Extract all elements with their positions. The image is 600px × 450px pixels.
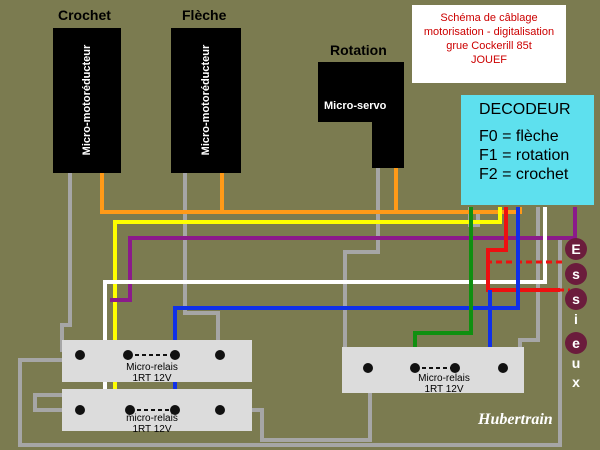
title-line-4: JOUEF: [470, 54, 508, 66]
essieux-letter: i: [574, 311, 578, 327]
terminal: [75, 350, 85, 360]
relay-1-label: Micro-relais 1RT 12V: [112, 362, 192, 384]
title-line-3: grue Cockerill 85t: [446, 40, 532, 52]
essieux-letter: u: [571, 355, 581, 371]
motor-crochet: Micro-motoréducteur: [53, 28, 121, 173]
relay-3-line-2: 1RT 12V: [424, 384, 464, 395]
essieux-letter: x: [572, 374, 580, 390]
relay-2-label: micro-relais 1RT 12V: [112, 413, 192, 435]
relay-2-line-2: 1RT 12V: [132, 424, 172, 435]
wire-grey-relay2-left: [33, 393, 80, 412]
relay-1-line-2: 1RT 12V: [132, 373, 172, 384]
terminal: [75, 405, 85, 415]
relay-board-1: [62, 340, 252, 382]
terminal: [215, 350, 225, 360]
decoder-box: DECODEUR F0 = flèche F1 = rotation F2 = …: [461, 95, 594, 205]
servo-body: Micro-servo: [318, 62, 404, 122]
brand-signature: Hubertrain: [478, 411, 553, 428]
decoder-f1: F1 = rotation: [479, 147, 570, 164]
wire-red-dashed-top: [486, 250, 565, 264]
wire-purple-main: [110, 207, 577, 302]
essieux-letter: e: [565, 332, 587, 354]
essieux-label: E s s i e u x: [565, 238, 595, 392]
relay-3-label: Micro-relais 1RT 12V: [404, 373, 484, 395]
relay-2-line-1: micro-relais: [126, 413, 178, 424]
decoder-title: DECODEUR: [479, 101, 571, 118]
essieux-letter: s: [565, 263, 587, 285]
decoder-f2: F2 = crochet: [479, 166, 569, 183]
wire-grey-crochet-left: [60, 172, 72, 352]
servo-tab: [372, 120, 404, 168]
essieux-letter: E: [565, 238, 587, 260]
wire-grey-bottom-loop: [18, 238, 562, 447]
motor-fleche: Micro-motoréducteur: [171, 28, 241, 173]
label-rotation: Rotation: [330, 42, 387, 58]
title-line-1: Schéma de câblage: [440, 12, 538, 24]
wire-grey-fleche-left: [183, 172, 220, 355]
terminals: [75, 350, 508, 415]
relay-contacts: [128, 354, 455, 411]
decoder-f0: F0 = flèche: [479, 128, 559, 145]
terminal: [363, 363, 373, 373]
essieux-letter: s: [565, 288, 587, 310]
terminal: [170, 350, 180, 360]
servo-label: Micro-servo: [324, 100, 387, 112]
label-fleche: Flèche: [182, 7, 227, 23]
label-crochet: Crochet: [58, 7, 111, 23]
terminal: [498, 363, 508, 373]
relay-3-line-1: Micro-relais: [418, 373, 470, 384]
relay-1-line-1: Micro-relais: [126, 362, 178, 373]
title-box: Schéma de câblage motorisation - digital…: [412, 5, 566, 83]
terminal: [215, 405, 225, 415]
terminal: [450, 363, 460, 373]
title-line-2: motorisation - digitalisation: [423, 26, 555, 38]
